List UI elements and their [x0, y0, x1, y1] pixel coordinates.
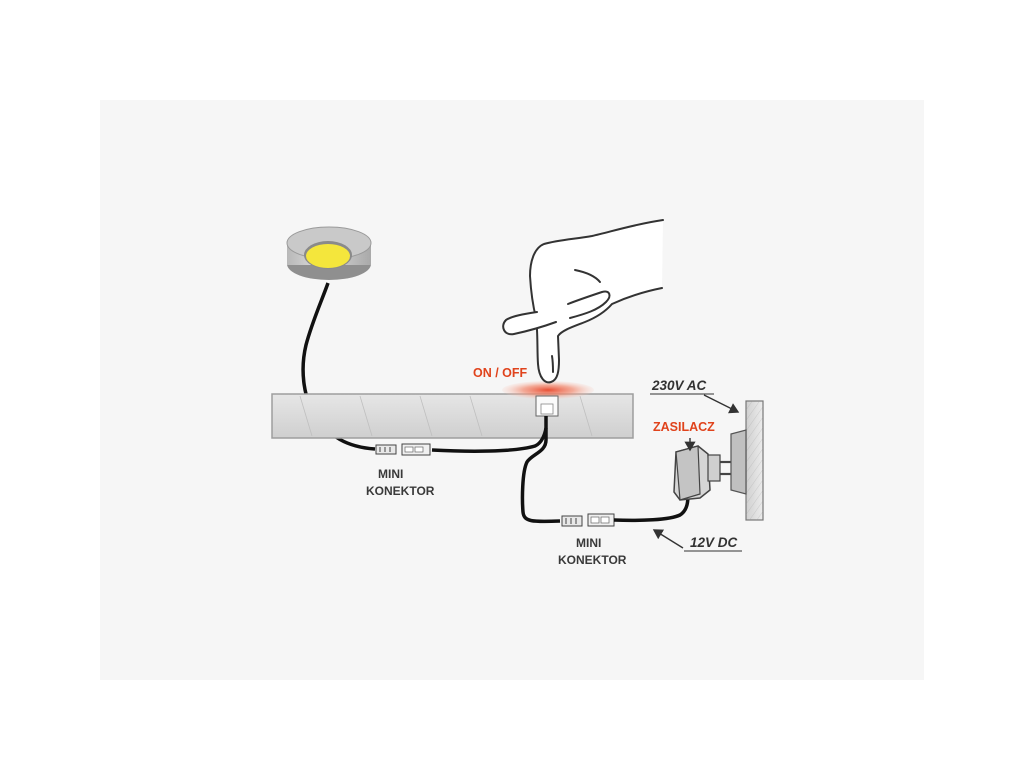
label-mini-connector-1-top: MINI	[378, 467, 403, 481]
hand-illustration	[502, 219, 664, 384]
cable-switch-to-connector	[520, 416, 561, 524]
arrow-12v	[652, 529, 684, 549]
wall-socket	[730, 400, 764, 521]
cable-connector1-to-switch	[431, 427, 548, 453]
cable-puck-to-connector	[301, 282, 376, 451]
cabinet-shelf	[271, 393, 634, 439]
arrow-230v	[703, 394, 740, 414]
mini-connector-2	[561, 513, 615, 527]
led-light-surface	[306, 244, 350, 268]
touch-glow-indicator	[502, 381, 594, 399]
led-puck-light	[286, 226, 372, 280]
label-mini-connector-1-bottom: KONEKTOR	[366, 484, 435, 498]
label-power-supply: ZASILACZ	[653, 420, 715, 434]
label-on-off: ON / OFF	[473, 366, 528, 380]
mini-connector-1	[375, 443, 431, 456]
label-230v-ac: 230V AC	[651, 378, 707, 393]
touch-switch	[535, 395, 559, 417]
label-12v-dc: 12V DC	[690, 535, 738, 550]
cable-connector-to-power-supply	[613, 493, 690, 523]
label-mini-connector-2-bottom: KONEKTOR	[558, 553, 627, 567]
power-supply-adapter	[673, 445, 733, 501]
label-mini-connector-2-top: MINI	[576, 536, 601, 550]
